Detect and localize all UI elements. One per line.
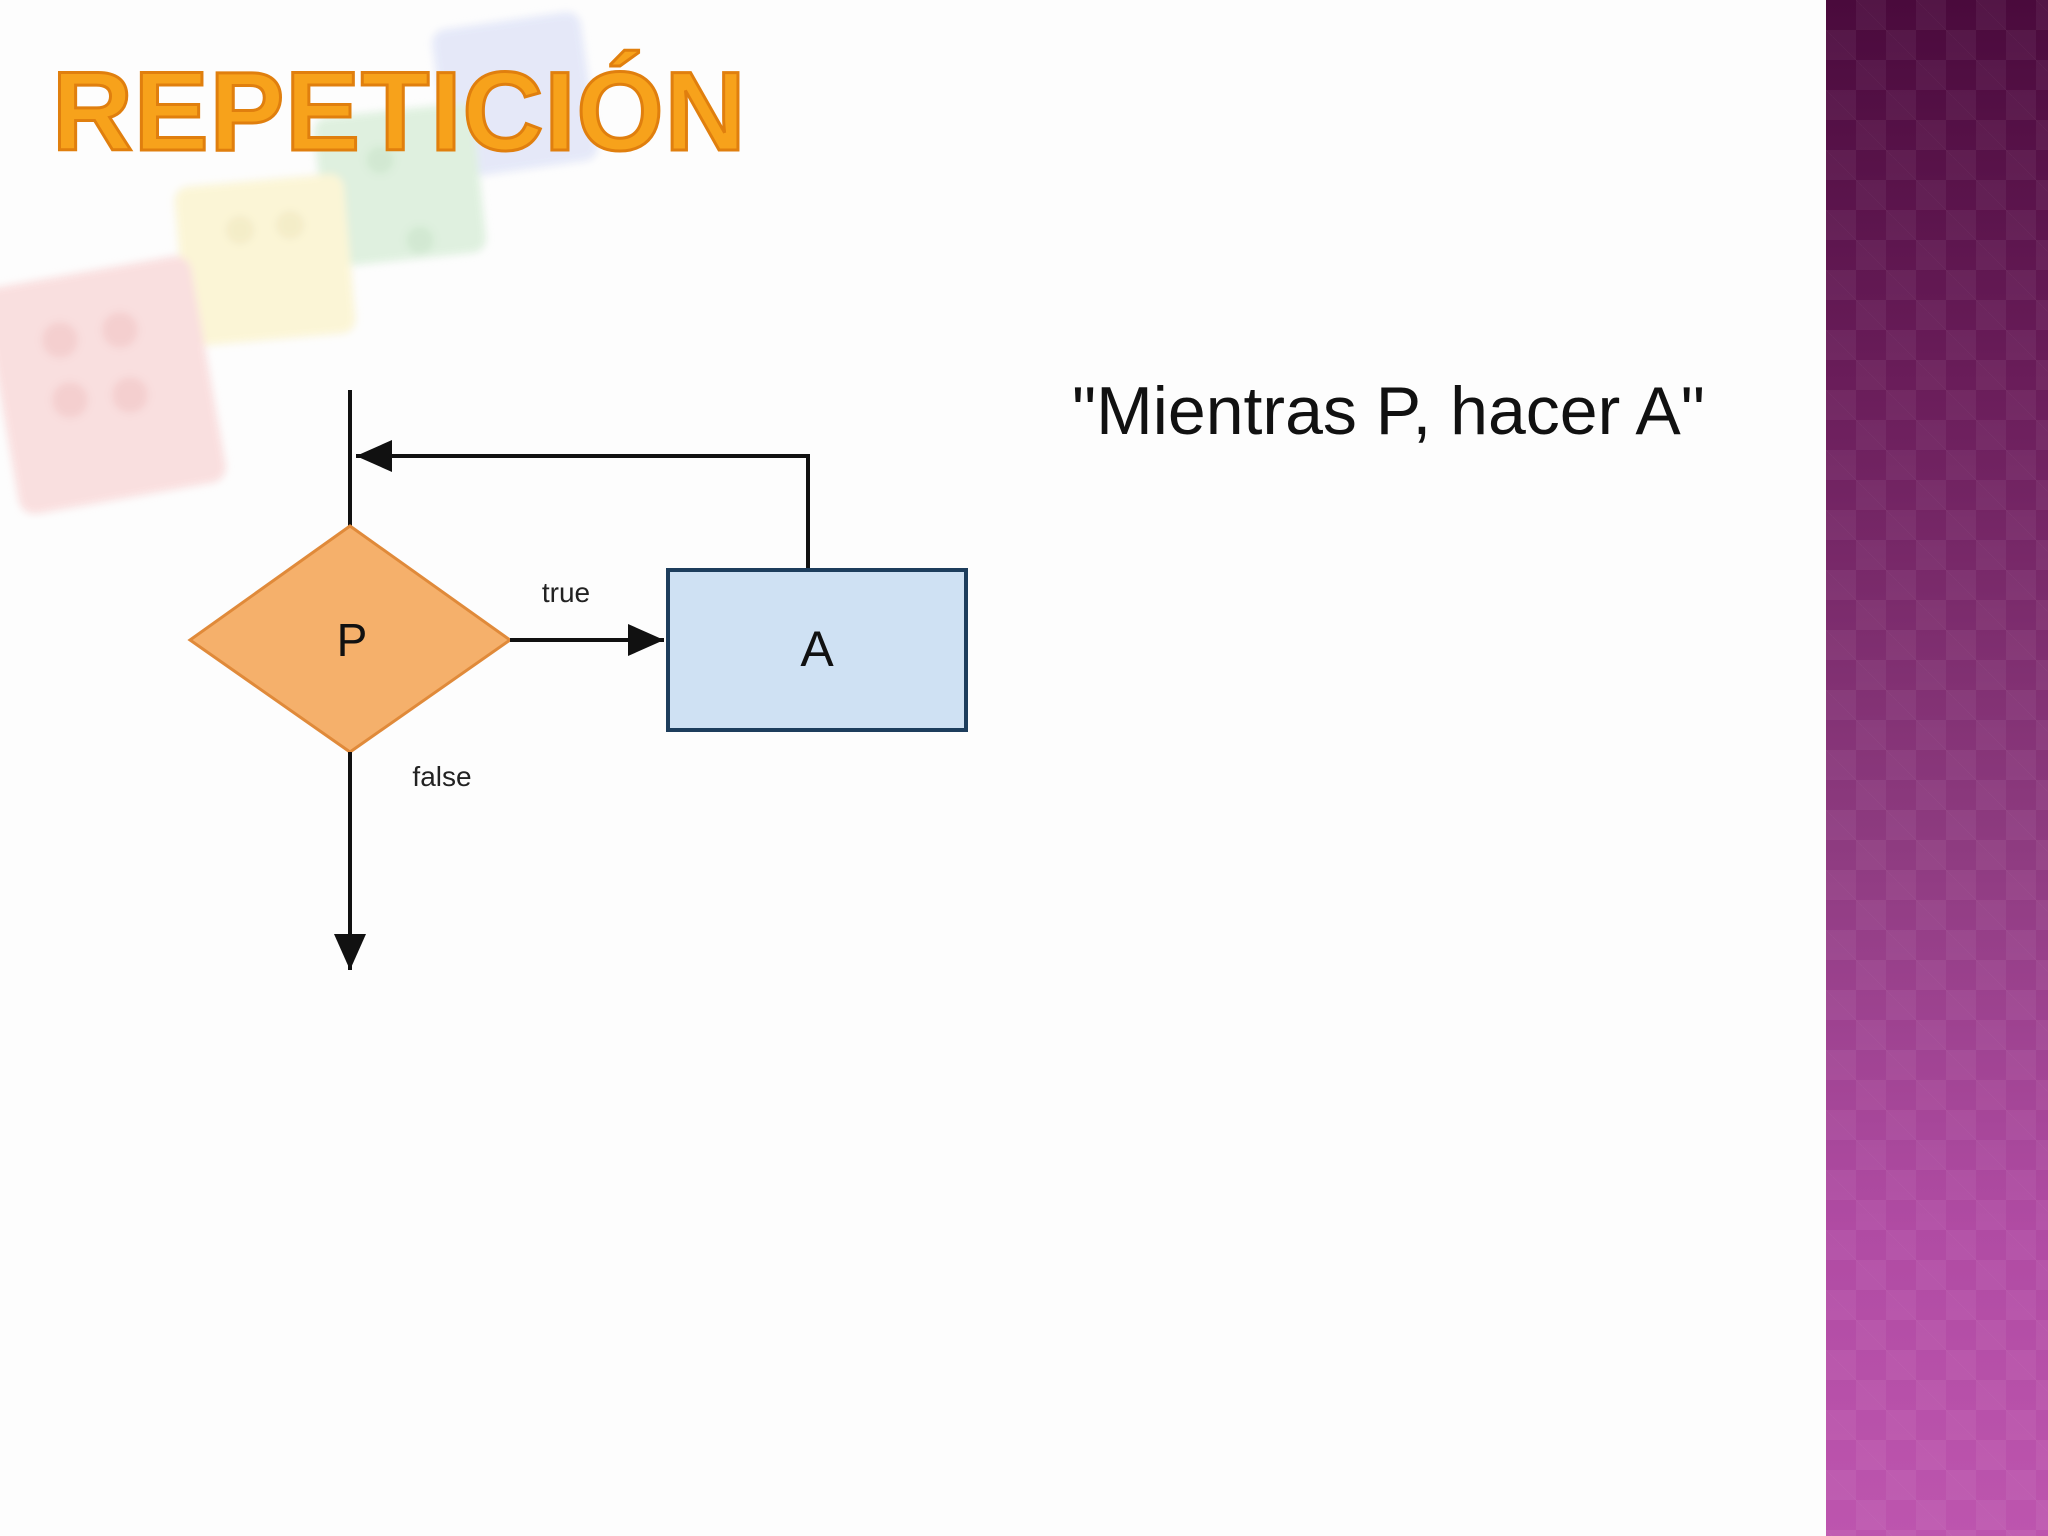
action-box [666, 568, 968, 732]
band-pattern [1826, 0, 2048, 1536]
action-label: A [800, 621, 834, 677]
true-label: true [542, 577, 590, 608]
slide-title: REPETICIÓN [51, 49, 748, 174]
decorative-side-band [1826, 0, 2048, 1536]
loop-back-connector [356, 440, 810, 570]
decision-label: P [337, 614, 368, 666]
decorative-blocks-image [0, 12, 598, 514]
caption-text: "Mientras P, hacer A" [1072, 373, 1705, 449]
false-label: false [412, 761, 471, 792]
